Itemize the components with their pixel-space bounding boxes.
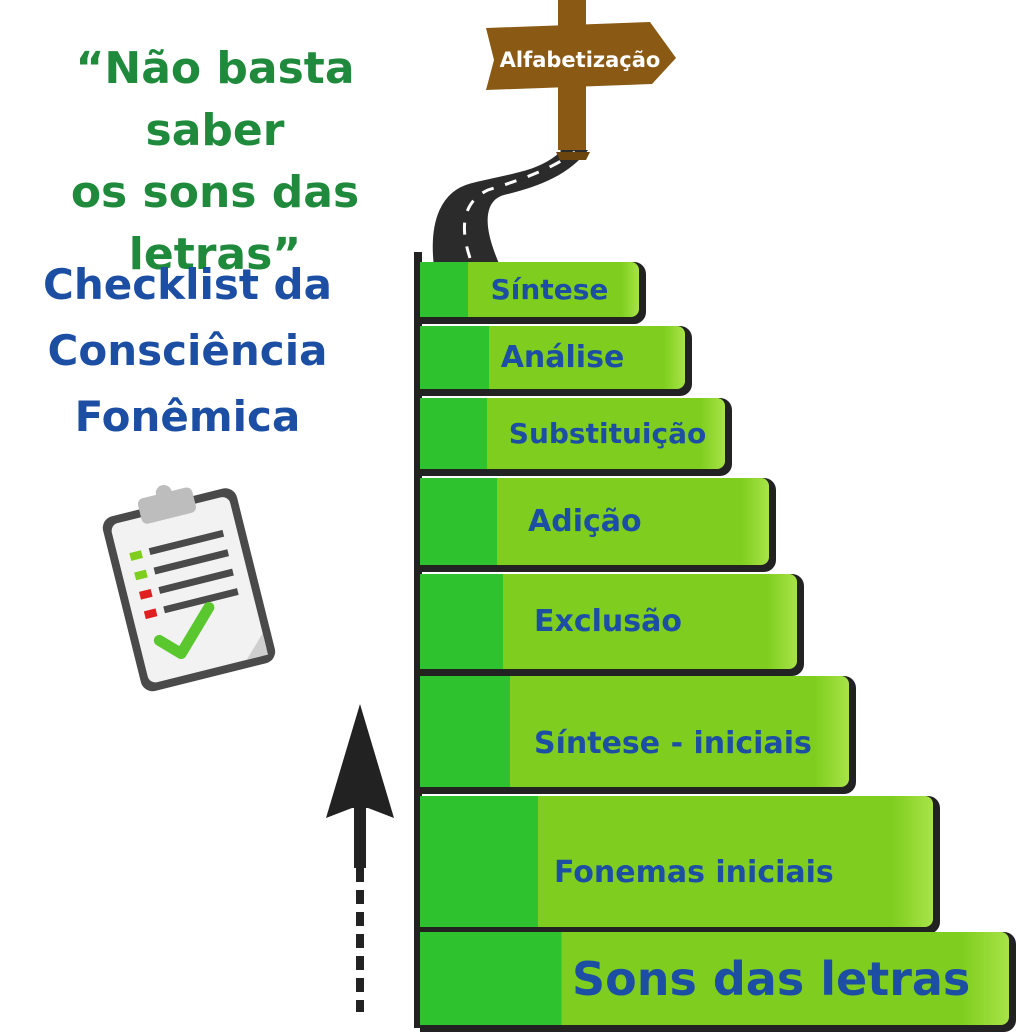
- road-icon: [429, 148, 592, 263]
- checklist-subtitle: Checklist da Consciência Fonêmica: [43, 260, 332, 441]
- step-analise: Análise: [420, 326, 692, 396]
- step-label: Análise: [500, 340, 625, 375]
- step-fonemas-iniciais: Fonemas iniciais: [420, 796, 940, 934]
- step-substituicao: Substituição: [420, 398, 732, 476]
- step-sintese: Síntese: [420, 262, 646, 324]
- signpost-label: Alfabetização: [499, 48, 661, 72]
- step-label: Fonemas iniciais: [554, 855, 834, 890]
- step-label: Síntese - iniciais: [534, 726, 812, 761]
- step-label: Sons das letras: [572, 951, 971, 1006]
- clipboard-checklist-icon: [102, 484, 276, 692]
- stair-wall: [414, 252, 422, 1028]
- step-adicao: Adição: [420, 478, 776, 572]
- step-sintese-iniciais: Síntese - iniciais: [420, 676, 856, 794]
- quote-title: “Não basta saber os sons das letras”: [70, 43, 360, 280]
- step-label: Substituição: [508, 417, 707, 450]
- step-label: Exclusão: [534, 604, 682, 639]
- step-label: Síntese: [490, 273, 609, 306]
- up-arrow-icon: [326, 704, 394, 1012]
- step-exclusao: Exclusão: [420, 574, 804, 676]
- step-sons-das-letras: Sons das letras: [420, 932, 1016, 1032]
- signpost-icon: [486, 0, 676, 160]
- step-label: Adição: [528, 504, 642, 539]
